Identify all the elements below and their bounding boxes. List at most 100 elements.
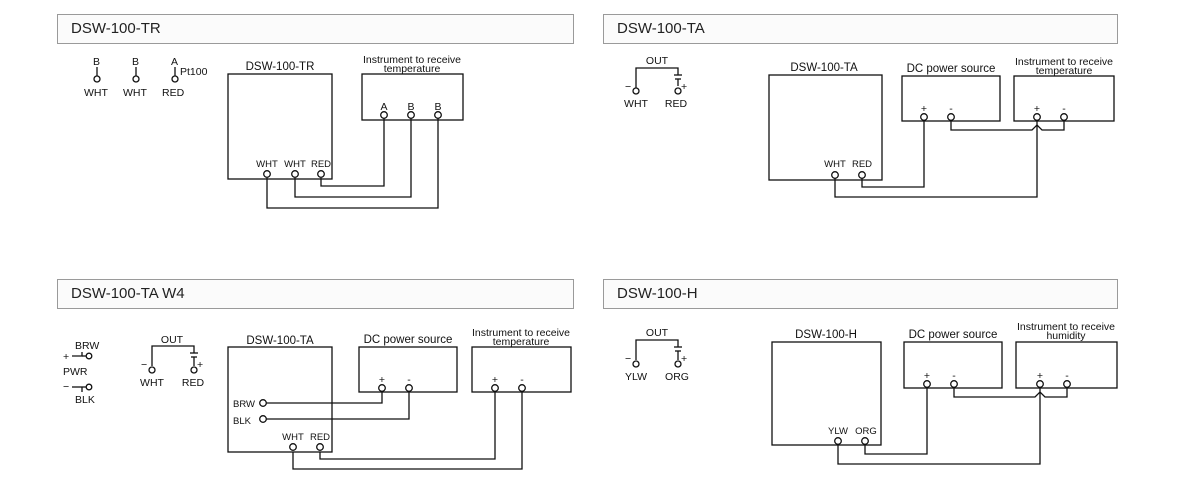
ta-power-name: DC power source [907,63,996,75]
ta-legend-terminal-1 [632,87,640,95]
w4-pwr-legend: BRW + PWR − BLK [63,340,99,406]
tr-instrument-terminal-3 [434,111,442,119]
h-device-terminal-1 [834,437,842,445]
h-legend-label-1: YLW [625,371,647,383]
tr-device-terminal-3 [317,170,325,178]
w4-legend-plus: + [197,359,203,371]
ta-power-terminal-plus [920,113,928,121]
tr-legend-wire-1: B [93,56,100,68]
ta-legend-terminal-2 [674,87,682,95]
ta-wire-red-plus [861,120,925,188]
tr-device-terminal-3-label: RED [311,159,331,170]
ta-instrument-line2: temperature [1036,65,1093,77]
h-instrument-plus: + [1037,370,1043,382]
tr-legend-color-3: RED [162,87,185,99]
tr-legend-terminal-3 [171,75,179,83]
w4-wire-blk-minus [266,391,410,420]
h-wire-ylw-plus [837,387,1041,465]
ta-legend-label-2: RED [665,98,688,110]
ta-legend: OUT − + WHT RED [624,55,687,110]
w4-device-name: DSW-100-TA [246,335,314,347]
ta-instrument-terminal-minus [1060,113,1068,121]
tr-legend: B B A Pt100 WHT WHT RED [84,56,208,99]
h-device-terminal-1-label: YLW [828,426,848,437]
w4-wire-red-plus [319,391,496,460]
tr-device-terminal-1 [263,170,271,178]
w4-instrument-minus: - [520,374,524,386]
w4-device-box [227,346,333,453]
w4-instrument-terminal-plus [491,384,499,392]
ta-power-minus: - [949,103,953,115]
tr-legend-wire-3: A [171,56,178,68]
w4-pwr-terminal-plus [85,352,93,360]
w4-pwr-minus: − [63,381,69,393]
w4-power-plus: + [379,374,385,386]
panel-ta-w4: BRW + PWR − BLK OUT − + WHT RED [63,327,572,470]
w4-device-terminal-1-label: WHT [282,432,304,443]
ta-device-terminal-2-label: RED [852,159,872,170]
h-legend-out: OUT [646,327,669,339]
h-legend-label-2: ORG [665,371,689,383]
w4-power-terminal-plus [378,384,386,392]
h-power-terminal-plus [923,380,931,388]
panel-title-ta: DSW-100-TA [603,14,1118,44]
ta-instrument-minus: - [1062,103,1066,115]
ta-instrument-line1: Instrument to receive [1015,56,1113,68]
tr-device-terminal-2 [291,170,299,178]
h-instrument-minus: - [1065,370,1069,382]
ta-instrument-plus: + [1034,103,1040,115]
tr-device-name: DSW-100-TR [246,61,315,73]
panel-tr: B B A Pt100 WHT WHT RED DSW-100-TR WHT W… [84,54,464,209]
ta-device-terminal-1 [831,171,839,179]
w4-device-side-blk: BLK [233,416,252,427]
w4-wire-wht-minus [292,391,523,470]
w4-pwr-label: PWR [63,366,88,378]
tr-instrument-line1: Instrument to receive [363,54,461,66]
ta-device-terminal-2 [858,171,866,179]
ta-instrument-terminal-plus [1033,113,1041,121]
tr-wire-wht-b2 [266,118,439,209]
ta-power-plus: + [921,103,927,115]
h-legend-terminal-2 [674,360,682,368]
tr-instrument-terminal-b1: B [407,101,414,113]
tr-legend-color-2: WHT [123,87,147,99]
tr-device-box [227,73,333,180]
h-power-name: DC power source [909,329,998,341]
ta-legend-plus: + [681,81,687,93]
h-power-plus: + [924,370,930,382]
w4-power-name: DC power source [364,334,453,346]
ta-device-name: DSW-100-TA [790,62,858,74]
panel-title-tr: DSW-100-TR [57,14,574,44]
tr-wire-wht-b1 [294,118,412,198]
h-device-name: DSW-100-H [795,329,857,341]
ta-legend-label-1: WHT [624,98,648,110]
panel-h: OUT − + YLW ORG DSW-100-H YLW ORG DC pow… [625,321,1118,465]
h-wire-org-plus [864,387,928,455]
ta-wire-wht-plus [834,120,1038,198]
w4-legend-out: OUT [161,334,184,346]
ta-power-terminal-minus [947,113,955,121]
h-instrument-line1: Instrument to receive [1017,321,1115,333]
h-legend-minus: − [625,353,631,365]
w4-instrument-terminal-minus [518,384,526,392]
w4-instrument-plus: + [492,374,498,386]
w4-legend-terminal-2 [190,366,198,374]
w4-legend-label-1: WHT [140,377,164,389]
tr-legend-wire-2: B [132,56,139,68]
h-instrument-line2: humidity [1046,330,1086,342]
tr-instrument-line2: temperature [384,63,441,75]
w4-device-side-brw: BRW [233,399,255,410]
w4-pwr-blk: BLK [75,394,95,406]
w4-power-minus: - [407,374,411,386]
tr-legend-terminal-2 [132,75,140,83]
h-instrument-terminal-minus [1063,380,1071,388]
panel-ta: OUT − + WHT RED DSW-100-TA WHT RED DC po… [624,55,1115,198]
tr-instrument-terminal-2 [407,111,415,119]
w4-device-terminal-blk [259,415,267,423]
h-legend-plus: + [681,353,687,365]
w4-pwr-terminal-minus [85,383,93,391]
w4-pwr-plus: + [63,351,69,363]
h-device-terminal-2 [861,437,869,445]
tr-legend-terminal-1 [93,75,101,83]
